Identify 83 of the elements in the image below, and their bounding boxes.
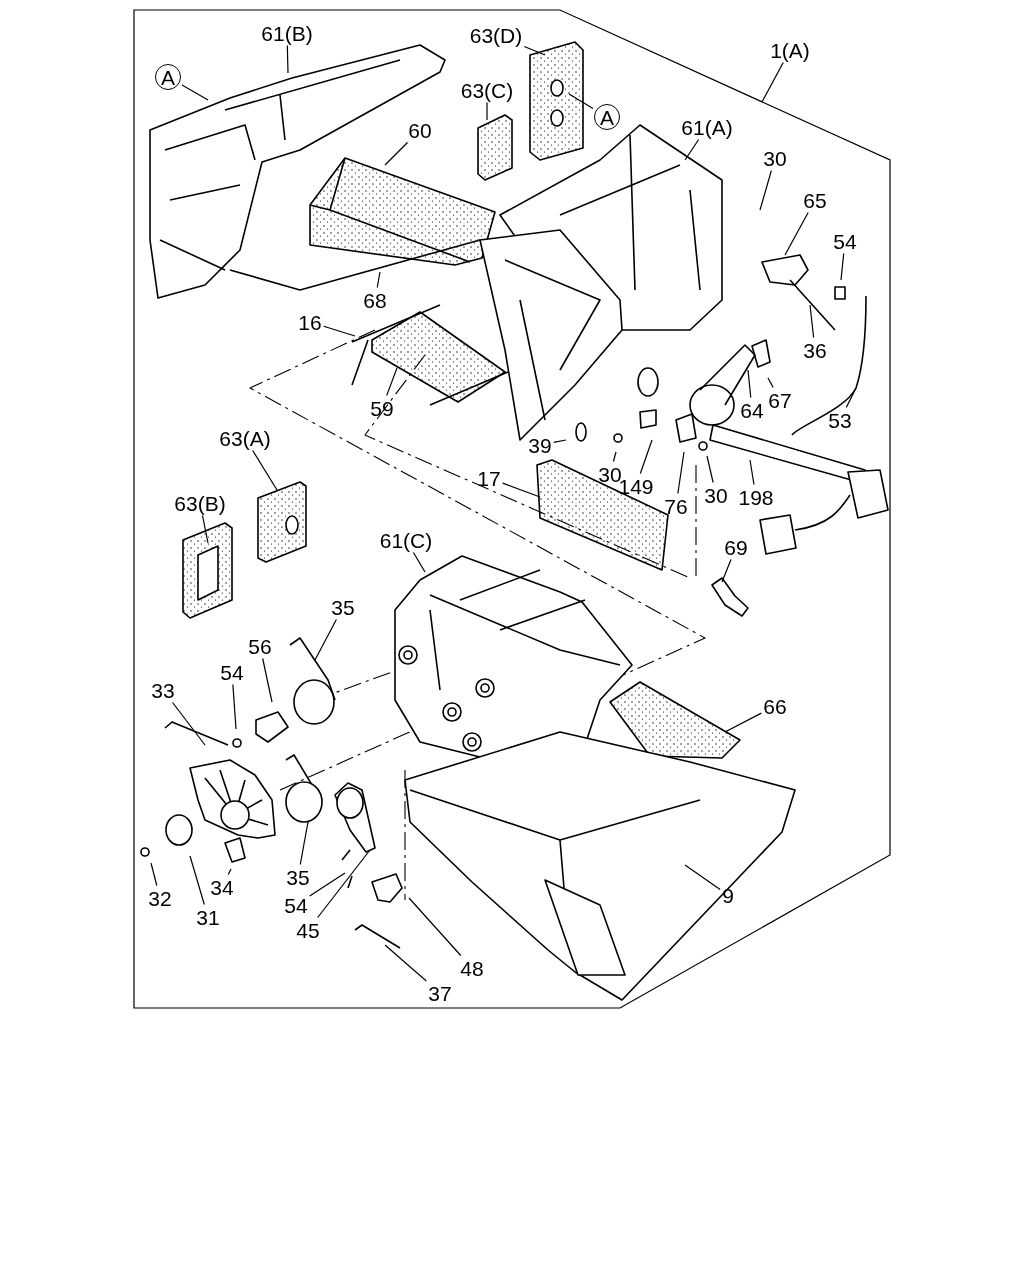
leader-line: [201, 514, 209, 544]
callout-number: 63(B): [173, 491, 227, 515]
leader-line: [684, 138, 700, 161]
leader-line: [262, 657, 273, 703]
leader-line: [684, 864, 721, 891]
callout-number: 37: [427, 981, 453, 1005]
leader-line: [189, 855, 205, 906]
leader-line: [314, 618, 337, 661]
callout-number: 1(A): [769, 38, 811, 62]
leader-line: [386, 367, 398, 397]
callout-number: 60: [407, 118, 433, 142]
leader-line: [639, 439, 653, 475]
callout-number: 35: [285, 865, 311, 889]
leader-line: [747, 369, 752, 399]
leader-line: [784, 211, 809, 256]
callout-number: 65: [802, 188, 828, 212]
leader-line: [227, 868, 232, 876]
leader-line: [286, 44, 289, 74]
callout-number: 198: [737, 485, 775, 509]
leader-line: [252, 449, 278, 491]
leader-line: [323, 325, 356, 337]
callout-number: 56: [247, 634, 273, 658]
callout-number: 66: [762, 694, 788, 718]
leader-line: [171, 701, 206, 746]
circled-reference-letter: A: [594, 104, 620, 130]
circled-reference-letter: A: [155, 64, 181, 90]
callout-number: 76: [663, 494, 689, 518]
leader-line: [749, 459, 755, 486]
leader-line: [845, 387, 857, 409]
callout-number: 67: [767, 388, 793, 412]
leader-line: [523, 45, 546, 56]
callout-number: 59: [369, 396, 395, 420]
callout-number: 17: [476, 466, 502, 490]
leader-line: [376, 271, 381, 289]
callout-number: 33: [150, 678, 176, 702]
leader-line: [502, 482, 541, 498]
leader-line: [412, 551, 426, 573]
leader-line: [721, 558, 732, 583]
leader-line: [232, 683, 237, 730]
callout-number: 54: [283, 893, 309, 917]
leader-line: [309, 872, 346, 897]
callout-number: 68: [362, 288, 388, 312]
callout-number: 45: [295, 918, 321, 942]
leader-line: [384, 944, 427, 982]
callout-number: 61(B): [260, 21, 314, 45]
callout-number: 30: [703, 483, 729, 507]
callout-number: 16: [297, 310, 323, 334]
leader-line: [317, 849, 371, 919]
callout-number: 31: [195, 905, 221, 929]
callout-number: 36: [802, 338, 828, 362]
callout-number: 53: [827, 408, 853, 432]
leader-line: [612, 451, 617, 463]
leader-line: [840, 252, 845, 281]
callout-number: 61(C): [378, 528, 434, 552]
leader-line: [809, 304, 815, 339]
callout-number: 30: [762, 146, 788, 170]
callout-number: 69: [723, 535, 749, 559]
leader-line: [408, 897, 462, 957]
callout-number: 63(C): [459, 78, 515, 102]
leader-line: [767, 377, 774, 389]
callout-number: 34: [209, 875, 235, 899]
callout-number: 61(A): [680, 115, 734, 139]
leader-line: [181, 84, 209, 101]
leader-line: [150, 862, 158, 887]
leader-line: [724, 712, 762, 733]
callout-number: 39: [527, 433, 553, 457]
leader-line: [553, 439, 567, 443]
callout-number: 35: [330, 595, 356, 619]
leader-line: [568, 93, 594, 110]
callout-number: 32: [147, 886, 173, 910]
callout-number: 54: [832, 229, 858, 253]
leader-line: [761, 61, 784, 103]
leader-line: [486, 101, 488, 121]
callout-number: 64: [739, 398, 765, 422]
callout-number: 63(D): [468, 23, 524, 47]
callout-number: 48: [459, 956, 485, 980]
leader-line: [759, 169, 772, 211]
callout-number: 63(A): [218, 426, 272, 450]
leader-line: [384, 141, 409, 166]
leader-line: [677, 451, 685, 495]
leader-line: [299, 821, 309, 866]
callout-number: 54: [219, 660, 245, 684]
leader-line: [706, 455, 714, 484]
